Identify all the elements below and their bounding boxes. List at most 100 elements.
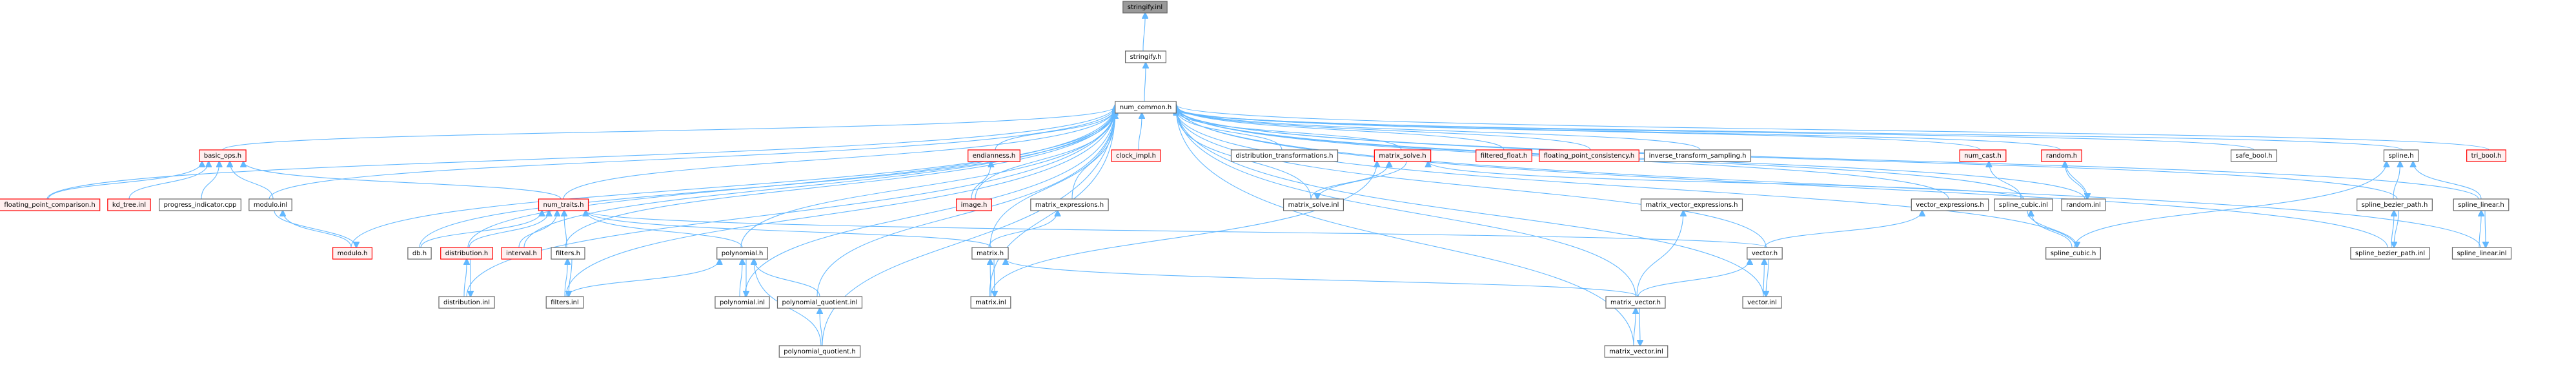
graph-node-safe-bool-h[interactable]: safe_bool.h — [2230, 149, 2278, 162]
edge-interval-h-to-num-common-h — [523, 105, 1115, 248]
node-label: db.h — [412, 250, 427, 257]
graph-node-distribution-inl[interactable]: distribution.inl — [438, 296, 495, 309]
graph-node-db-h[interactable]: db.h — [407, 247, 432, 260]
node-box — [776, 296, 863, 309]
graph-node-filtered-float-h[interactable]: filtered_float.h — [1476, 149, 1532, 162]
graph-node-image-h[interactable]: image.h — [956, 198, 992, 211]
node-label: inverse_transform_sampling.h — [1649, 152, 1747, 160]
graph-node-spline-cubic-h[interactable]: spline_cubic.h — [2045, 247, 2101, 260]
node-box — [1959, 149, 2007, 162]
node-label: polynomial_quotient.h — [784, 348, 855, 355]
graph-node-matrix-h[interactable]: matrix.h — [971, 247, 1009, 260]
graph-node-spline-linear-h[interactable]: spline_linear.h — [2453, 198, 2510, 211]
edge-num-common-h-to-stringify-h — [1144, 63, 1146, 102]
node-box — [1742, 296, 1782, 309]
node-box — [1122, 1, 1168, 14]
graph-node-polynomial-quotient-h[interactable]: polynomial_quotient.h — [778, 345, 861, 358]
graph-node-matrix-inl[interactable]: matrix.inl — [970, 296, 1011, 309]
graph-node-matrix-vector-inl[interactable]: matrix_vector.inl — [1604, 345, 1668, 358]
edge-filters-inl-to-filters-h — [565, 259, 567, 297]
edge-kd-tree-inl-to-basic-ops-h — [128, 162, 208, 200]
edge-matrix-h-to-num-traits-h — [586, 211, 992, 248]
graph-node-vector-expressions-h[interactable]: vector_expressions.h — [1911, 198, 1989, 211]
node-label: num_traits.h — [543, 202, 583, 209]
graph-node-clock-impl-h[interactable]: clock_impl.h — [1111, 149, 1161, 162]
graph-node-stringify-h[interactable]: stringify.h — [1124, 50, 1167, 63]
node-label: vector_expressions.h — [1916, 202, 1983, 209]
graph-node-matrix-expressions-h[interactable]: matrix_expressions.h — [1030, 198, 1109, 211]
graph-node-polynomial-h[interactable]: polynomial.h — [716, 247, 768, 260]
graph-node-spline-bezier-path-h[interactable]: spline_bezier_path.h — [2357, 198, 2433, 211]
node-label: polynomial.inl — [720, 299, 765, 306]
edge-polynomial-quotient-inl-to-polynomial-h — [754, 259, 820, 297]
graph-node-polynomial-inl[interactable]: polynomial.inl — [715, 296, 770, 309]
graph-node-stringify-inl[interactable]: stringify.inl — [1122, 1, 1168, 14]
graph-node-num-traits-h[interactable]: num_traits.h — [538, 198, 589, 211]
graph-node-kd-tree-inl[interactable]: kd_tree.inl — [107, 198, 151, 211]
edge-matrix-solve-h-to-num-common-h — [1176, 110, 1402, 151]
graph-node-filters-h[interactable]: filters.h — [551, 247, 585, 260]
node-label: clock_impl.h — [1116, 152, 1156, 160]
node-label: floating_point_consistency.h — [1544, 152, 1635, 160]
node-box — [1994, 198, 2053, 211]
graph-node-spline-cubic-inl[interactable]: spline_cubic.inl — [1994, 198, 2053, 211]
edge-filters-h-to-filters-inl — [569, 258, 573, 297]
edge-random-h-to-num-common-h — [1176, 108, 2061, 151]
edge-inverse-transform-sampling-h-to-num-common-h — [1176, 107, 1701, 151]
graph-node-basic-ops-h[interactable]: basic_ops.h — [199, 149, 247, 162]
graph-node-modulo-h[interactable]: modulo.h — [332, 247, 372, 260]
graph-node-polynomial-quotient-inl[interactable]: polynomial_quotient.inl — [776, 296, 863, 309]
node-box — [1374, 149, 1432, 162]
edge-db-h-to-num-traits-h — [420, 211, 542, 248]
graph-node-floating-point-comparison-h[interactable]: floating_point_comparison.h — [0, 198, 101, 211]
node-label: interval.h — [506, 250, 537, 257]
graph-node-modulo-inl[interactable]: modulo.inl — [248, 198, 292, 211]
graph-node-floating-point-consistency-h[interactable]: floating_point_consistency.h — [1539, 149, 1639, 162]
graph-node-num-cast-h[interactable]: num_cast.h — [1959, 149, 2007, 162]
node-label: matrix_solve.h — [1379, 152, 1426, 160]
node-box — [2466, 149, 2506, 162]
node-label: distribution.h — [445, 250, 489, 257]
node-box — [1283, 198, 1344, 211]
graph-node-interval-h[interactable]: interval.h — [501, 247, 542, 260]
edge-matrix-h-to-matrix-inl — [994, 258, 995, 297]
graph-node-tri-bool-h[interactable]: tri_bool.h — [2466, 149, 2506, 162]
node-box — [248, 198, 292, 211]
graph-node-matrix-vector-h[interactable]: matrix_vector.h — [1605, 296, 1666, 309]
node-label: matrix_vector.inl — [1609, 348, 1663, 355]
node-box — [1230, 149, 1339, 162]
edge-modulo-inl-to-basic-ops-h — [230, 162, 274, 200]
node-box — [1640, 198, 1743, 211]
graph-node-spline-linear-inl[interactable]: spline_linear.inl — [2451, 247, 2512, 260]
edge-spline-cubic-h-to-spline-h — [2074, 162, 2386, 248]
graph-node-spline-h[interactable]: spline.h — [2383, 149, 2419, 162]
edge-spline-cubic-inl-to-spline-cubic-h — [2027, 210, 2077, 247]
node-label: distribution_transformations.h — [1235, 152, 1333, 160]
graph-node-inverse-transform-sampling-h[interactable]: inverse_transform_sampling.h — [1643, 149, 1752, 162]
graph-node-distribution-h[interactable]: distribution.h — [440, 247, 493, 260]
edge-polynomial-inl-to-num-common-h — [744, 108, 1115, 297]
edge-matrix-expressions-h-to-num-common-h — [1071, 113, 1115, 200]
node-label: image.h — [961, 202, 988, 209]
graph-node-matrix-solve-inl[interactable]: matrix_solve.inl — [1283, 198, 1344, 211]
graph-node-spline-bezier-path-inl[interactable]: spline_bezier_path.inl — [2350, 247, 2430, 260]
node-box — [407, 247, 432, 260]
graph-node-progress-indicator-cpp[interactable]: progress_indicator.cpp — [159, 198, 241, 211]
node-label: tri_bool.h — [2471, 152, 2502, 160]
graph-node-distribution-transformations-h[interactable]: distribution_transformations.h — [1230, 149, 1339, 162]
edge-matrix-solve-h-to-matrix-solve-inl — [1317, 161, 1407, 199]
graph-node-matrix-solve-h[interactable]: matrix_solve.h — [1374, 149, 1432, 162]
node-label: stringify.inl — [1128, 4, 1162, 11]
graph-node-vector-h[interactable]: vector.h — [1747, 247, 1783, 260]
graph-node-random-inl[interactable]: random.inl — [2061, 198, 2106, 211]
edge-matrix-inl-to-matrix-solve-h — [990, 162, 1377, 297]
node-box — [1643, 149, 1752, 162]
graph-node-endianness-h[interactable]: endianness.h — [968, 149, 1020, 162]
graph-node-random-h[interactable]: random.h — [2041, 149, 2082, 162]
graph-node-matrix-vector-expressions-h[interactable]: matrix_vector_expressions.h — [1640, 198, 1743, 211]
node-label: distribution.inl — [443, 299, 490, 306]
graph-node-filters-inl[interactable]: filters.inl — [545, 296, 584, 309]
graph-node-num-common-h[interactable]: num_common.h — [1115, 101, 1177, 114]
node-label: modulo.h — [338, 250, 368, 257]
graph-node-vector-inl[interactable]: vector.inl — [1742, 296, 1782, 309]
